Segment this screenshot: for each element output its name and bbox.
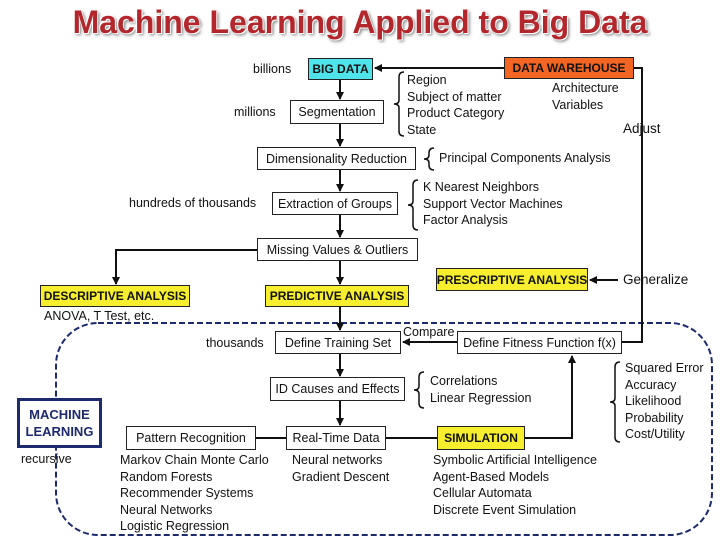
node-segmentation: Segmentation xyxy=(290,100,384,124)
node-prescriptive-analysis: PRESCRIPTIVE ANALYSIS xyxy=(436,268,588,291)
list-item: Squared Error xyxy=(625,361,704,375)
brace-icon xyxy=(407,179,419,231)
extraction-list: K Nearest Neighbors Support Vector Machi… xyxy=(423,179,563,229)
id-causes-list: Correlations Linear Regression xyxy=(430,373,531,406)
label-billions: billions xyxy=(253,62,292,76)
list-item: Discrete Event Simulation xyxy=(433,502,577,517)
list-item: Factor Analysis xyxy=(423,213,508,227)
node-machine-learning: MACHINE LEARNING xyxy=(17,398,102,448)
brace-icon xyxy=(393,71,405,137)
list-item: Architecture xyxy=(552,81,619,95)
list-item: Probability xyxy=(625,410,684,425)
label-compare: Compare xyxy=(403,325,455,339)
label-recursive: recursive xyxy=(21,452,72,466)
node-missing-values: Missing Values & Outliers xyxy=(257,238,418,261)
segmentation-list: Region Subject of matter Product Categor… xyxy=(407,72,504,138)
list-item: Principal Components Analysis xyxy=(439,151,611,165)
list-item: Logistic Regression xyxy=(120,519,230,533)
list-item: Random Forests xyxy=(120,469,213,484)
node-define-training-set: Define Training Set xyxy=(275,331,401,354)
label-hundreds-of-thousands: hundreds of thousands xyxy=(129,196,257,210)
ml-line-2: LEARNING xyxy=(25,424,94,439)
list-item: Product Category xyxy=(407,106,505,120)
list-item: Neural Networks xyxy=(120,502,213,517)
list-item: Region xyxy=(407,73,447,87)
label-millions: millions xyxy=(234,105,276,119)
diagram-title: Machine Learning Applied to Big Data xyxy=(72,4,648,40)
node-dimensionality-reduction: Dimensionality Reduction xyxy=(257,147,416,170)
list-item: Agent-Based Models xyxy=(433,469,550,484)
node-simulation: SIMULATION xyxy=(437,426,525,450)
node-extraction-of-groups: Extraction of Groups xyxy=(272,192,398,215)
arrow-simulation-to-fitness xyxy=(525,355,576,439)
brace-icon xyxy=(413,371,425,409)
list-item: Accuracy xyxy=(625,377,677,392)
ml-line-1: MACHINE xyxy=(29,407,90,422)
real-time-data-list: Neural networks Gradient Descent xyxy=(292,452,389,485)
node-descriptive-analysis: DESCRIPTIVE ANALYSIS xyxy=(40,285,190,307)
line-adjust xyxy=(622,67,643,343)
node-predictive-analysis: PREDICTIVE ANALYSIS xyxy=(265,285,409,307)
list-item: K Nearest Neighbors xyxy=(423,180,540,194)
pattern-recognition-list: Markov Chain Monte Carlo Random Forests … xyxy=(120,452,269,535)
simulation-list: Symbolic Artificial Intelligence Agent-B… xyxy=(433,452,597,518)
list-item: Linear Regression xyxy=(430,390,532,405)
label-adjust: Adjust xyxy=(623,121,661,136)
data-warehouse-list: Architecture Variables xyxy=(552,80,619,113)
label-generalize: Generalize xyxy=(623,272,689,287)
list-item: State xyxy=(407,122,437,137)
node-data-warehouse: DATA WAREHOUSE xyxy=(504,57,634,79)
arrow-missing-to-descriptive xyxy=(112,249,257,285)
label-descriptive-methods: ANOVA, T Test, etc. xyxy=(44,309,155,323)
brace-icon xyxy=(609,361,621,443)
label-thousands: thousands xyxy=(206,336,264,350)
node-big-data: BIG DATA xyxy=(308,58,373,80)
list-item: Neural networks xyxy=(292,453,383,467)
dimensionality-reduction-list: Principal Components Analysis xyxy=(439,150,611,167)
list-item: Likelihood xyxy=(625,394,682,408)
node-id-causes-effects: ID Causes and Effects xyxy=(270,377,405,401)
node-define-fitness-function: Define Fitness Function f(x) xyxy=(457,331,622,354)
fitness-list: Squared Error Accuracy Likelihood Probab… xyxy=(625,360,704,443)
list-item: Gradient Descent xyxy=(292,469,390,484)
list-item: Subject of matter xyxy=(407,89,502,104)
list-item: Cellular Automata xyxy=(433,486,532,500)
list-item: Correlations xyxy=(430,374,498,388)
brace-icon xyxy=(423,147,435,171)
node-pattern-recognition: Pattern Recognition xyxy=(126,426,256,450)
list-item: Recommender Systems xyxy=(120,486,254,500)
list-item: Cost/Utility xyxy=(625,427,685,441)
list-item: Variables xyxy=(552,97,604,112)
list-item: Support Vector Machines xyxy=(423,196,563,211)
node-real-time-data: Real-Time Data xyxy=(286,426,386,450)
list-item: Symbolic Artificial Intelligence xyxy=(433,453,597,467)
list-item: Markov Chain Monte Carlo xyxy=(120,453,269,467)
